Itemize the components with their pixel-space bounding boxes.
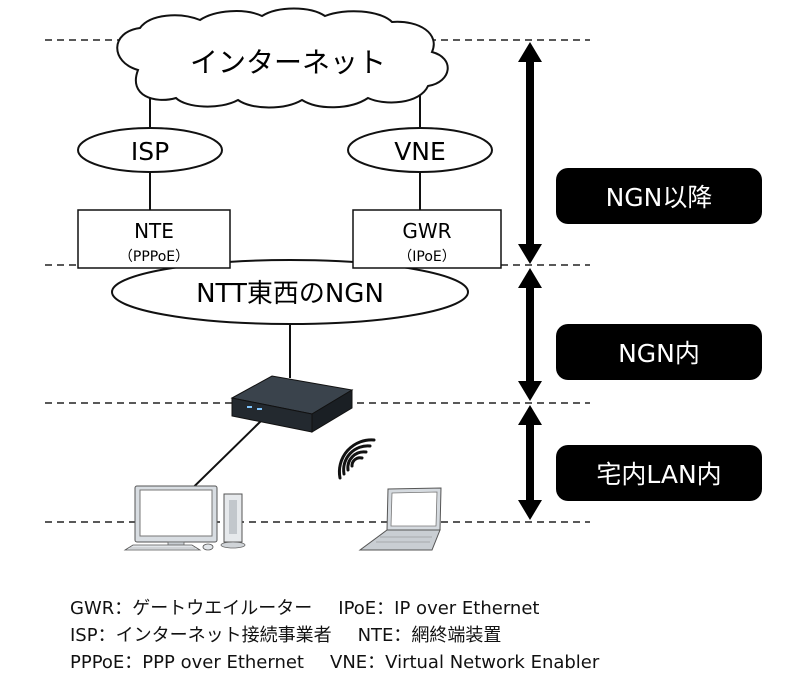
- nte-title: NTE: [134, 219, 174, 243]
- arrow-in-ngn: [518, 268, 542, 401]
- legend-isp: ISP：インターネット接続事業者: [70, 625, 332, 646]
- zone-in-ngn-text: NGN内: [618, 339, 700, 368]
- zone-after-ngn-text: NGN以降: [606, 183, 713, 212]
- internet-label: インターネット: [190, 46, 386, 79]
- zone-label-in-ngn: NGN内: [556, 324, 762, 380]
- zone-home-lan-text: 宅内LAN内: [596, 460, 721, 489]
- zone-label-after-ngn: NGN以降: [556, 168, 762, 224]
- legend-row-3: PPPoE：PPP over Ethernet VNE：Virtual Netw…: [70, 649, 790, 676]
- nte-box: NTE （PPPoE）: [77, 209, 231, 269]
- legend-ipoe: IPoE：IP over Ethernet: [338, 598, 540, 619]
- vne-node: VNE: [347, 127, 493, 173]
- wifi-icon: [337, 438, 376, 480]
- isp-node: ISP: [77, 127, 223, 173]
- legend-nte: NTE：網終端装置: [357, 625, 502, 646]
- legend-pppoe: PPPoE：PPP over Ethernet: [70, 652, 304, 673]
- legend-row-1: GWR：ゲートウエイルーター IPoE：IP over Ethernet: [70, 595, 790, 622]
- isp-label: ISP: [131, 137, 169, 166]
- gwr-box: GWR （IPoE）: [352, 209, 502, 269]
- ngn-label: NTT東西のNGN: [196, 279, 384, 309]
- legend-gwr: GWR：ゲートウエイルーター: [70, 598, 313, 619]
- vne-label: VNE: [394, 137, 446, 166]
- router-device-icon: [230, 375, 354, 433]
- arrow-home-lan: [518, 405, 542, 520]
- legend-row-2: ISP：インターネット接続事業者 NTE：網終端装置: [70, 622, 790, 649]
- nte-sub: （PPPoE）: [119, 249, 189, 265]
- network-diagram: インターネット ISP VNE NTT東西のNGN NTE （PPPoE） GW…: [45, 7, 762, 551]
- legend: GWR：ゲートウエイルーター IPoE：IP over Ethernet ISP…: [70, 595, 790, 676]
- laptop-icon: [358, 487, 442, 551]
- arrow-after-ngn: [518, 42, 542, 264]
- internet-cloud: インターネット: [116, 7, 449, 109]
- gwr-title: GWR: [402, 219, 451, 243]
- gwr-sub: （IPoE）: [398, 249, 455, 265]
- legend-vne: VNE：Virtual Network Enabler: [330, 652, 600, 673]
- zone-label-home-lan: 宅内LAN内: [556, 445, 762, 501]
- desktop-pc-icon: [123, 485, 246, 551]
- ngn-node: NTT東西のNGN: [111, 259, 469, 325]
- zone-arrows: [518, 42, 542, 520]
